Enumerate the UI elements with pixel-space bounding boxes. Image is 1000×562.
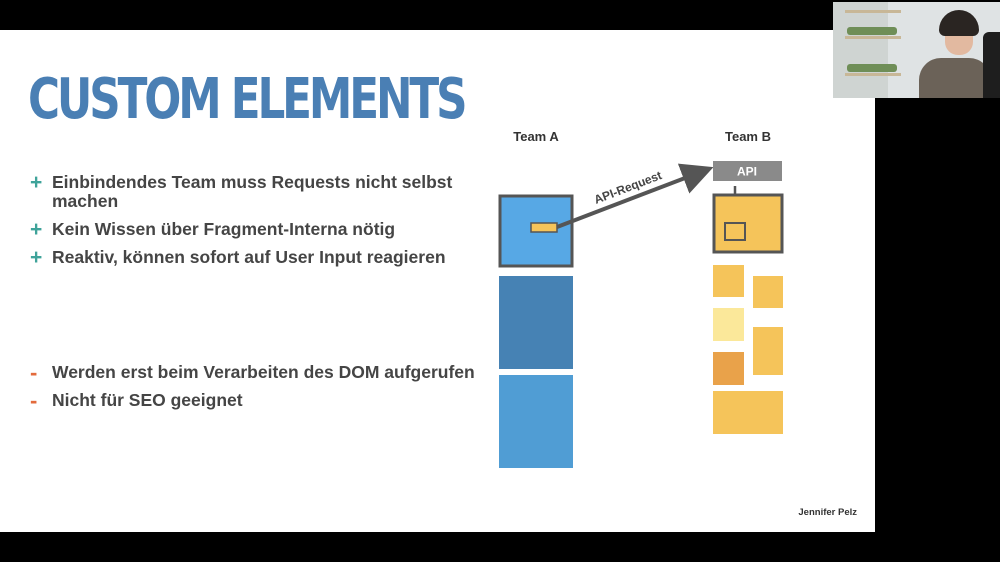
pros-list: + Einbindendes Team muss Requests nicht … bbox=[30, 171, 480, 276]
team-a-label: Team A bbox=[513, 129, 559, 144]
architecture-diagram: API-Request API bbox=[498, 161, 784, 468]
minus-icon: - bbox=[30, 388, 38, 413]
author-name: Jennifer Pelz bbox=[798, 507, 857, 518]
cons-list: - Werden erst beim Verarbeiten des DOM a… bbox=[30, 360, 480, 419]
pro-item: + Reaktiv, können sofort auf User Input … bbox=[30, 246, 480, 269]
pro-text: Reaktiv, können sofort auf User Input re… bbox=[52, 247, 446, 267]
plus-icon: + bbox=[30, 218, 43, 241]
webcam-video bbox=[833, 2, 1000, 98]
team-b-inner-element bbox=[724, 222, 746, 241]
team-b-block bbox=[713, 265, 744, 297]
pro-item: + Einbindendes Team muss Requests nicht … bbox=[30, 171, 480, 211]
person-body bbox=[919, 58, 991, 98]
team-b-block bbox=[753, 327, 783, 375]
team-a-embedded-element bbox=[530, 222, 558, 233]
con-item: - Werden erst beim Verarbeiten des DOM a… bbox=[30, 360, 480, 385]
team-b-label: Team B bbox=[725, 129, 771, 144]
api-label: API bbox=[737, 165, 757, 179]
pro-item: + Kein Wissen über Fragment-Interna nöti… bbox=[30, 218, 480, 241]
api-request-arrow bbox=[556, 163, 714, 229]
team-b-block bbox=[753, 276, 783, 308]
con-item: - Nicht für SEO geeignet bbox=[30, 388, 480, 413]
pro-text: Kein Wissen über Fragment-Interna nötig bbox=[52, 219, 396, 239]
con-text: Nicht für SEO geeignet bbox=[52, 390, 243, 410]
api-box bbox=[713, 161, 782, 181]
plus-icon: + bbox=[30, 171, 43, 194]
pro-text: Einbindendes Team muss Requests nicht se… bbox=[52, 172, 453, 211]
team-a-block-dark bbox=[499, 276, 573, 369]
slide-title: CUSTOM ELEMENTS bbox=[28, 67, 468, 132]
presentation-slide: CUSTOM ELEMENTS + Einbindendes Team muss… bbox=[0, 30, 875, 532]
team-b-block bbox=[713, 308, 744, 341]
team-b-block bbox=[713, 391, 783, 434]
con-text: Werden erst beim Verarbeiten des DOM auf… bbox=[52, 362, 475, 382]
minus-icon: - bbox=[30, 360, 38, 385]
plus-icon: + bbox=[30, 246, 43, 269]
person-hair bbox=[939, 10, 979, 36]
team-a-block-light bbox=[499, 375, 573, 468]
team-b-block bbox=[713, 352, 744, 385]
